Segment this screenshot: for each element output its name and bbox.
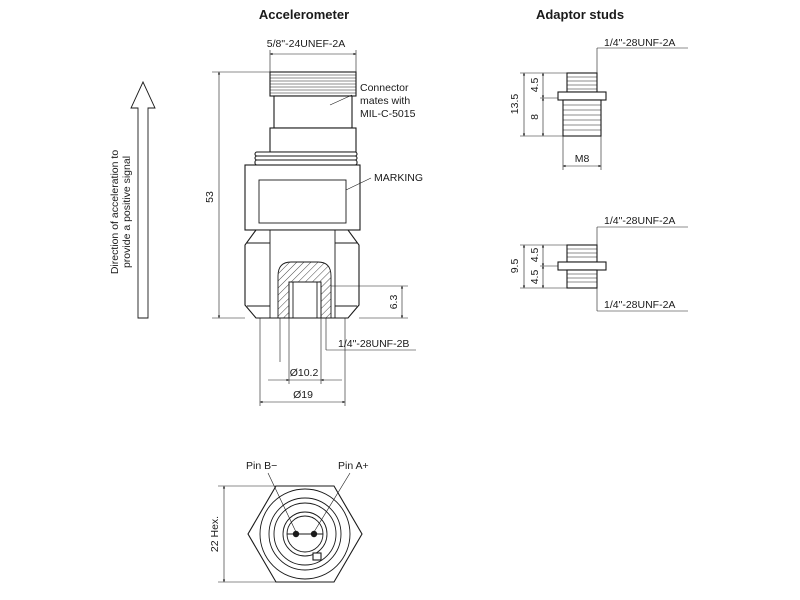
pin-a-label: Pin A+ — [338, 460, 369, 472]
stud-m8-dim-top: 4.5 — [529, 78, 541, 93]
connector-note-line1: Connector — [360, 82, 409, 94]
bore-depth-dimension: 6.3 — [388, 295, 400, 310]
direction-arrow-icon — [130, 80, 156, 319]
stud-m8-thread-label: 1/4"-28UNF-2A — [604, 37, 675, 49]
top-thread-label: 5/8"-24UNEF-2A — [267, 38, 345, 50]
stud-m8-drawing — [557, 72, 607, 137]
connector-note-line3: MIL-C-5015 — [360, 108, 416, 120]
stud-unf-dim-top: 4.5 — [529, 248, 541, 263]
bore-diameter-dimension: Ø10.2 — [290, 367, 319, 379]
accelerometer-side-view — [244, 71, 361, 319]
pin-b-icon — [292, 530, 300, 538]
connector-note-line2: mates with — [360, 95, 410, 107]
stud-unf-thread-top-label: 1/4"-28UNF-2A — [604, 215, 675, 227]
body-diameter-dimension: Ø19 — [293, 389, 313, 401]
stud-unf-thread-bottom-label: 1/4"-28UNF-2A — [604, 299, 675, 311]
stud-unf-dim-bottom: 4.5 — [529, 270, 541, 285]
direction-note-line2: provide a positive signal — [121, 156, 133, 268]
stud-unf-drawing — [557, 244, 607, 289]
hex-dimension: 22 Hex. — [209, 516, 221, 552]
stud-m8-width-label: M8 — [575, 153, 590, 165]
accelerometer-bottom-view — [247, 485, 363, 583]
height-dimension: 53 — [204, 191, 216, 203]
stud-unf-dim-total: 9.5 — [509, 259, 521, 274]
bottom-thread-label: 1/4"-28UNF-2B — [338, 338, 409, 350]
stud-m8-dim-total: 13.5 — [509, 94, 521, 115]
stud-m8-dim-bottom: 8 — [529, 114, 541, 120]
adaptor-studs-title: Adaptor studs — [536, 7, 624, 22]
pin-b-label: Pin B− — [246, 460, 277, 472]
accelerometer-title: Accelerometer — [259, 7, 349, 22]
direction-note-line1: Direction of acceleration to — [109, 150, 121, 274]
marking-label: MARKING — [374, 172, 423, 184]
pin-a-icon — [310, 530, 318, 538]
